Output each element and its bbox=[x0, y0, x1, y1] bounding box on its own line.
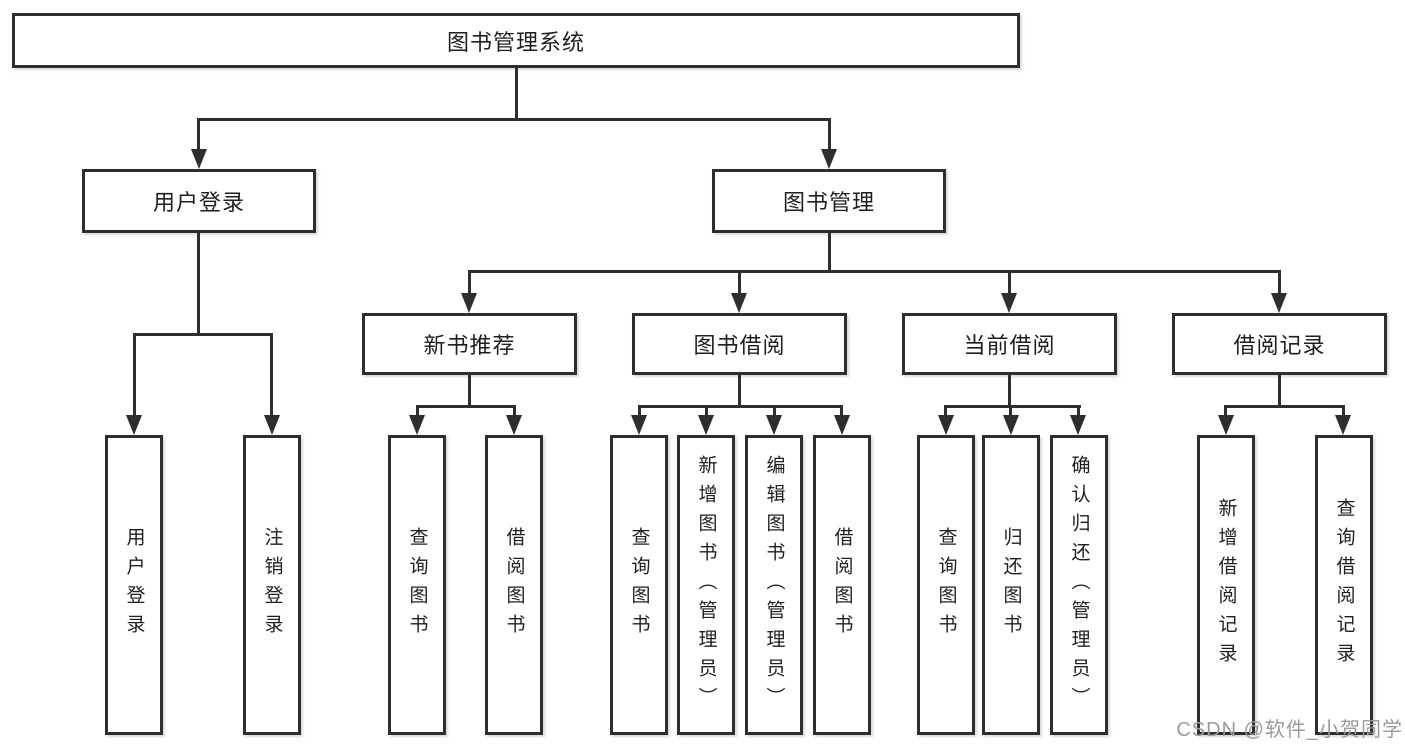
leaf-add-borrow-record-label: 新增借阅记录 bbox=[1215, 498, 1237, 672]
leaf-query-books-borrow-label: 查询图书 bbox=[628, 527, 650, 643]
connector-vline bbox=[705, 405, 708, 417]
leaf-borrow-books-recommend-label: 借阅图书 bbox=[503, 527, 525, 643]
connector-hline bbox=[638, 405, 843, 408]
connector-vline bbox=[468, 270, 471, 295]
connector-vline bbox=[1278, 270, 1281, 295]
connector-arrowhead bbox=[766, 415, 782, 435]
node-book-borrow-label: 图书借阅 bbox=[693, 333, 786, 358]
connector-arrowhead bbox=[126, 415, 142, 435]
connector-arrowhead bbox=[1271, 293, 1287, 313]
connector-vline bbox=[416, 405, 419, 417]
connector-vline bbox=[738, 375, 741, 407]
leaf-query-borrow-record-label: 查询借阅记录 bbox=[1333, 498, 1355, 672]
leaf-borrow-books: 借阅图书 bbox=[813, 435, 871, 735]
leaf-return-books-label: 归还图书 bbox=[1000, 527, 1022, 643]
node-book-management: 图书管理 bbox=[712, 169, 946, 233]
connector-arrowhead bbox=[938, 415, 954, 435]
connector-arrowhead bbox=[1335, 415, 1351, 435]
connector-arrowhead bbox=[264, 415, 280, 435]
node-book-management-label: 图书管理 bbox=[782, 190, 875, 215]
connector-hline bbox=[133, 333, 273, 336]
leaf-edit-books-admin: 编辑图书（管理员） bbox=[745, 435, 803, 735]
connector-hline bbox=[468, 270, 1281, 273]
node-root-label: 图书管理系统 bbox=[446, 29, 585, 55]
connector-vline bbox=[1008, 270, 1011, 295]
leaf-borrow-books-recommend: 借阅图书 bbox=[485, 435, 543, 735]
connector-vline bbox=[828, 233, 831, 272]
node-book-borrow: 图书借阅 bbox=[632, 313, 847, 375]
leaf-logout-login-label: 注销登录 bbox=[261, 527, 283, 643]
connector-vline bbox=[1077, 405, 1080, 417]
leaf-add-books-admin: 新增图书（管理员） bbox=[677, 435, 735, 735]
node-borrow-records-label: 借阅记录 bbox=[1233, 333, 1326, 358]
connector-vline bbox=[1008, 375, 1011, 407]
connector-hline bbox=[416, 405, 516, 408]
connector-arrowhead bbox=[821, 149, 837, 169]
connector-vline bbox=[197, 118, 200, 151]
connector-arrowhead bbox=[631, 415, 647, 435]
connector-vline bbox=[197, 233, 200, 335]
connector-vline bbox=[944, 405, 947, 417]
connector-arrowhead bbox=[506, 415, 522, 435]
leaf-confirm-return-admin: 确认归还（管理员） bbox=[1050, 435, 1108, 735]
connector-vline bbox=[773, 405, 776, 417]
leaf-add-borrow-record: 新增借阅记录 bbox=[1197, 435, 1255, 735]
connector-arrowhead bbox=[1001, 293, 1017, 313]
leaf-return-books: 归还图书 bbox=[982, 435, 1040, 735]
leaf-query-books-current-label: 查询图书 bbox=[935, 527, 957, 643]
connector-arrowhead bbox=[1003, 415, 1019, 435]
leaf-borrow-books-label: 借阅图书 bbox=[831, 527, 853, 643]
connector-vline bbox=[513, 405, 516, 417]
leaf-query-books-borrow: 查询图书 bbox=[610, 435, 668, 735]
connector-arrowhead bbox=[731, 293, 747, 313]
node-current-borrow: 当前借阅 bbox=[902, 313, 1117, 375]
leaf-confirm-return-admin-label: 确认归还（管理员） bbox=[1068, 454, 1090, 716]
connector-arrowhead bbox=[698, 415, 714, 435]
connector-arrowhead bbox=[834, 415, 850, 435]
connector-vline bbox=[738, 270, 741, 295]
leaf-query-books-recommend: 查询图书 bbox=[388, 435, 446, 735]
leaf-query-borrow-record: 查询借阅记录 bbox=[1315, 435, 1373, 735]
leaf-query-books-recommend-label: 查询图书 bbox=[406, 527, 428, 643]
leaf-query-books-current: 查询图书 bbox=[917, 435, 975, 735]
node-user-login-label: 用户登录 bbox=[152, 190, 245, 215]
connector-arrowhead bbox=[461, 293, 477, 313]
connector-hline bbox=[944, 405, 1081, 408]
node-current-borrow-label: 当前借阅 bbox=[963, 333, 1056, 358]
leaf-user-login: 用户登录 bbox=[105, 435, 163, 735]
connector-vline bbox=[1224, 405, 1227, 417]
node-root: 图书管理系统 bbox=[12, 13, 1020, 68]
leaf-edit-books-admin-label: 编辑图书（管理员） bbox=[763, 454, 785, 716]
connector-hline bbox=[1224, 405, 1345, 408]
connector-hline bbox=[197, 118, 831, 121]
node-borrow-records: 借阅记录 bbox=[1172, 313, 1387, 375]
connector-vline bbox=[515, 68, 518, 121]
node-new-book-recommend-label: 新书推荐 bbox=[423, 333, 516, 358]
csdn-watermark: CSDN @软件_小贺同学 bbox=[1176, 719, 1403, 741]
connector-arrowhead bbox=[191, 149, 207, 169]
connector-vline bbox=[133, 333, 136, 417]
leaf-logout-login: 注销登录 bbox=[243, 435, 301, 735]
connector-vline bbox=[468, 375, 471, 407]
connector-vline bbox=[1278, 375, 1281, 407]
node-user-login: 用户登录 bbox=[82, 169, 316, 233]
connector-vline bbox=[1009, 405, 1012, 417]
connector-vline bbox=[1342, 405, 1345, 417]
node-new-book-recommend: 新书推荐 bbox=[362, 313, 577, 375]
connector-arrowhead bbox=[1070, 415, 1086, 435]
leaf-add-books-admin-label: 新增图书（管理员） bbox=[695, 454, 717, 716]
leaf-user-login-label: 用户登录 bbox=[123, 527, 145, 643]
connector-arrowhead bbox=[409, 415, 425, 435]
connector-vline bbox=[270, 333, 273, 417]
connector-arrowhead bbox=[1218, 415, 1234, 435]
connector-vline bbox=[638, 405, 641, 417]
connector-vline bbox=[828, 118, 831, 151]
connector-vline bbox=[840, 405, 843, 417]
